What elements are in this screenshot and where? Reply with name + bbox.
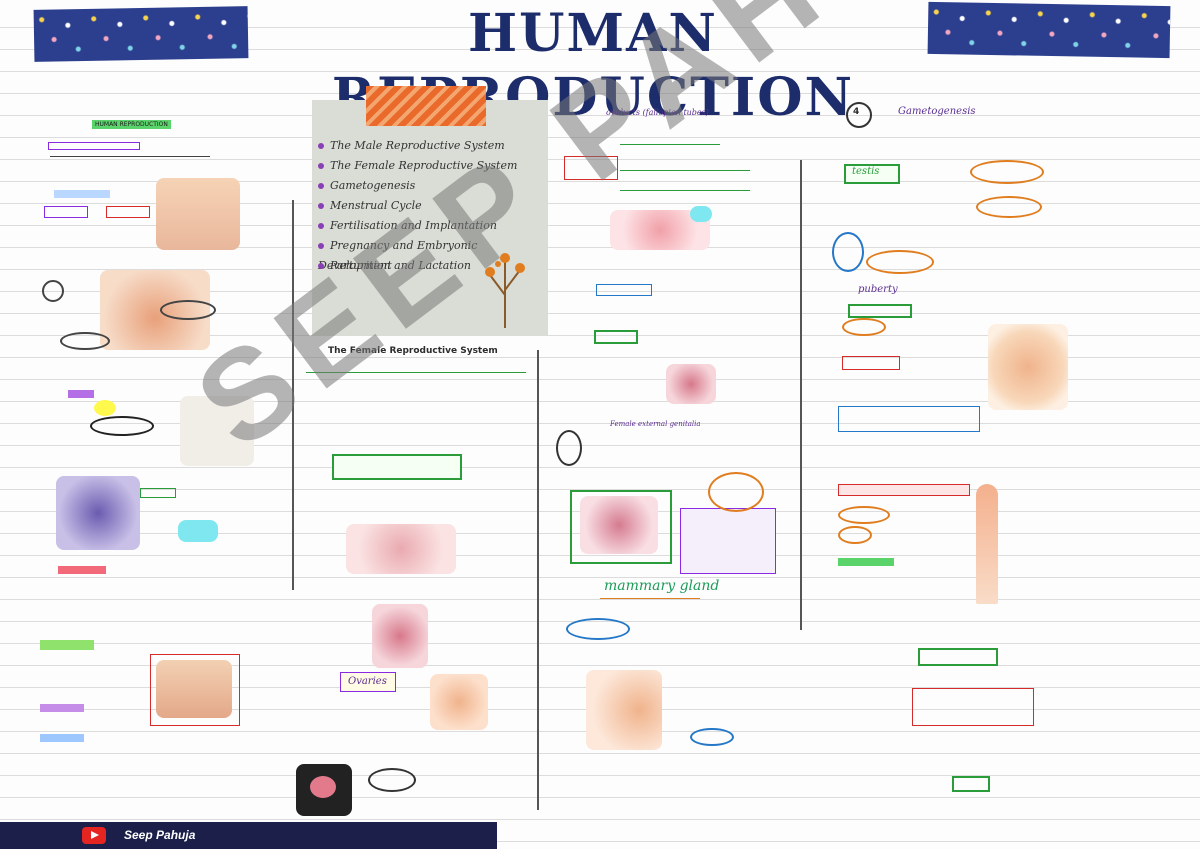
col1-ring-4 — [90, 416, 154, 436]
col4-orange-ring-4 — [842, 318, 886, 336]
col4-orange-ring-5 — [838, 506, 890, 524]
topics-card-tape — [366, 86, 486, 126]
col3-follicle-ring — [556, 430, 582, 466]
column-2: The Female Reproductive System Ovaries — [296, 340, 536, 820]
column-3: oviducts (fallopian tubes) Female extern… — [540, 100, 800, 820]
col3-orange-ring — [708, 472, 764, 512]
ovaries-heading: Ovaries — [348, 676, 387, 687]
column-divider-3 — [800, 160, 802, 630]
female-external-image — [580, 496, 658, 554]
ovary-follicle-image — [988, 324, 1068, 410]
col3-blue-box — [596, 284, 652, 296]
col1-green-tag — [40, 640, 94, 650]
youtube-icon — [82, 827, 106, 844]
col3-blue-ring-2 — [690, 728, 734, 746]
puberty-heading: puberty — [858, 284, 898, 295]
col1-ring-2 — [160, 300, 216, 320]
col4-green-box — [848, 304, 912, 318]
col3-image-frame — [570, 490, 672, 564]
sperm-highlight — [94, 400, 116, 416]
col1-tag-blue — [54, 190, 110, 198]
gametogenesis-heading: Gametogenesis — [898, 106, 976, 117]
uterus-diagram-image — [346, 524, 456, 574]
topic-item: Gametogenesis — [318, 176, 548, 196]
flower-branch-icon — [485, 253, 525, 328]
gametogenesis-number-ring — [846, 102, 872, 128]
uterus-image — [666, 364, 716, 404]
topics-list: The Male Reproductive System The Female … — [318, 136, 548, 276]
col4-red-frame — [912, 688, 1034, 726]
col4-blue-ring-1 — [832, 232, 864, 272]
column-1: HUMAN REPRODUCTION — [30, 100, 290, 820]
col3-line-c — [620, 190, 750, 191]
col4-green-box-2 — [918, 648, 998, 666]
female-external-heading: Female external genitalia — [610, 420, 701, 428]
male-anatomy-image — [156, 178, 240, 250]
col4-orange-ring-6 — [838, 526, 872, 544]
col4-green-box-3 — [952, 776, 990, 792]
col1-ring-1 — [42, 280, 64, 302]
topic-item: Menstrual Cycle — [318, 196, 548, 216]
testis-diagram-image — [180, 396, 254, 466]
column-4: 4 Gametogenesis testis puberty — [808, 100, 1070, 820]
seminiferous-tubule-image — [56, 476, 140, 550]
col1-purple-tag — [68, 390, 94, 398]
col3-box-a — [564, 156, 618, 180]
washi-tape-right — [927, 1, 1171, 59]
col1-box-a — [48, 142, 140, 150]
col2-timeline — [306, 372, 526, 373]
col4-blue-frame — [838, 406, 980, 432]
ovary-photo-inner — [310, 776, 336, 798]
channel-name: Seep Pahuja — [124, 828, 196, 842]
col3-line-b — [620, 170, 750, 171]
oviducts-heading: oviducts (fallopian tubes) — [606, 108, 709, 117]
uterus-section-image — [372, 604, 428, 668]
col4-orange-ring-3 — [976, 196, 1042, 218]
youtube-footer: Seep Pahuja — [0, 822, 497, 849]
topic-item: Parturition and Lactation — [318, 256, 548, 276]
sperm-diagram-image — [976, 484, 998, 604]
col4-orange-ring-1 — [866, 250, 934, 274]
col1-purple-tag-2 — [40, 704, 84, 712]
washi-tape-left — [33, 6, 249, 62]
col1-blue-tag-2 — [40, 734, 84, 742]
col1-line-a — [50, 156, 210, 157]
col4-pink-box — [838, 484, 970, 496]
col3-line-a — [620, 144, 720, 145]
col4-red-box — [842, 356, 900, 370]
testis-heading: testis — [852, 166, 880, 177]
col1-box-c — [106, 206, 150, 218]
topic-item: The Female Reproductive System — [318, 156, 548, 176]
col1-red-tag — [58, 566, 106, 574]
col3-blue-ring — [566, 618, 630, 640]
col1-cyan-highlight — [178, 520, 218, 542]
col2-central-box — [332, 454, 462, 480]
ovary-image — [430, 674, 488, 730]
testis-box — [844, 164, 900, 184]
col3-cyan-highlight — [690, 206, 712, 222]
gametogenesis-number: 4 — [853, 107, 860, 117]
col1-anatomy-frame — [150, 654, 240, 726]
topic-item: Fertilisation and Implantation — [318, 216, 548, 236]
col1-box-d — [140, 488, 176, 498]
col4-orange-ring-2 — [970, 160, 1044, 184]
mammary-heading: mammary gland — [604, 578, 720, 594]
col3-green-box — [594, 330, 638, 344]
col3-purple-frame — [680, 508, 776, 574]
col4-green-tag — [838, 558, 894, 566]
female-system-title: The Female Reproductive System — [328, 346, 498, 356]
topic-item: The Male Reproductive System — [318, 136, 548, 156]
column-divider-1 — [292, 200, 294, 590]
ovaries-label-box — [340, 672, 396, 692]
col2-cloud-shape — [368, 768, 416, 792]
col1-header-tag: HUMAN REPRODUCTION — [92, 120, 171, 129]
col1-box-b — [44, 206, 88, 218]
mammary-underline — [600, 598, 700, 599]
breast-anatomy-image — [586, 670, 662, 750]
column-divider-2 — [537, 350, 539, 810]
col1-ring-3 — [60, 332, 110, 350]
topics-card: The Male Reproductive System The Female … — [312, 86, 548, 336]
male-anatomy-small-image — [156, 660, 232, 718]
